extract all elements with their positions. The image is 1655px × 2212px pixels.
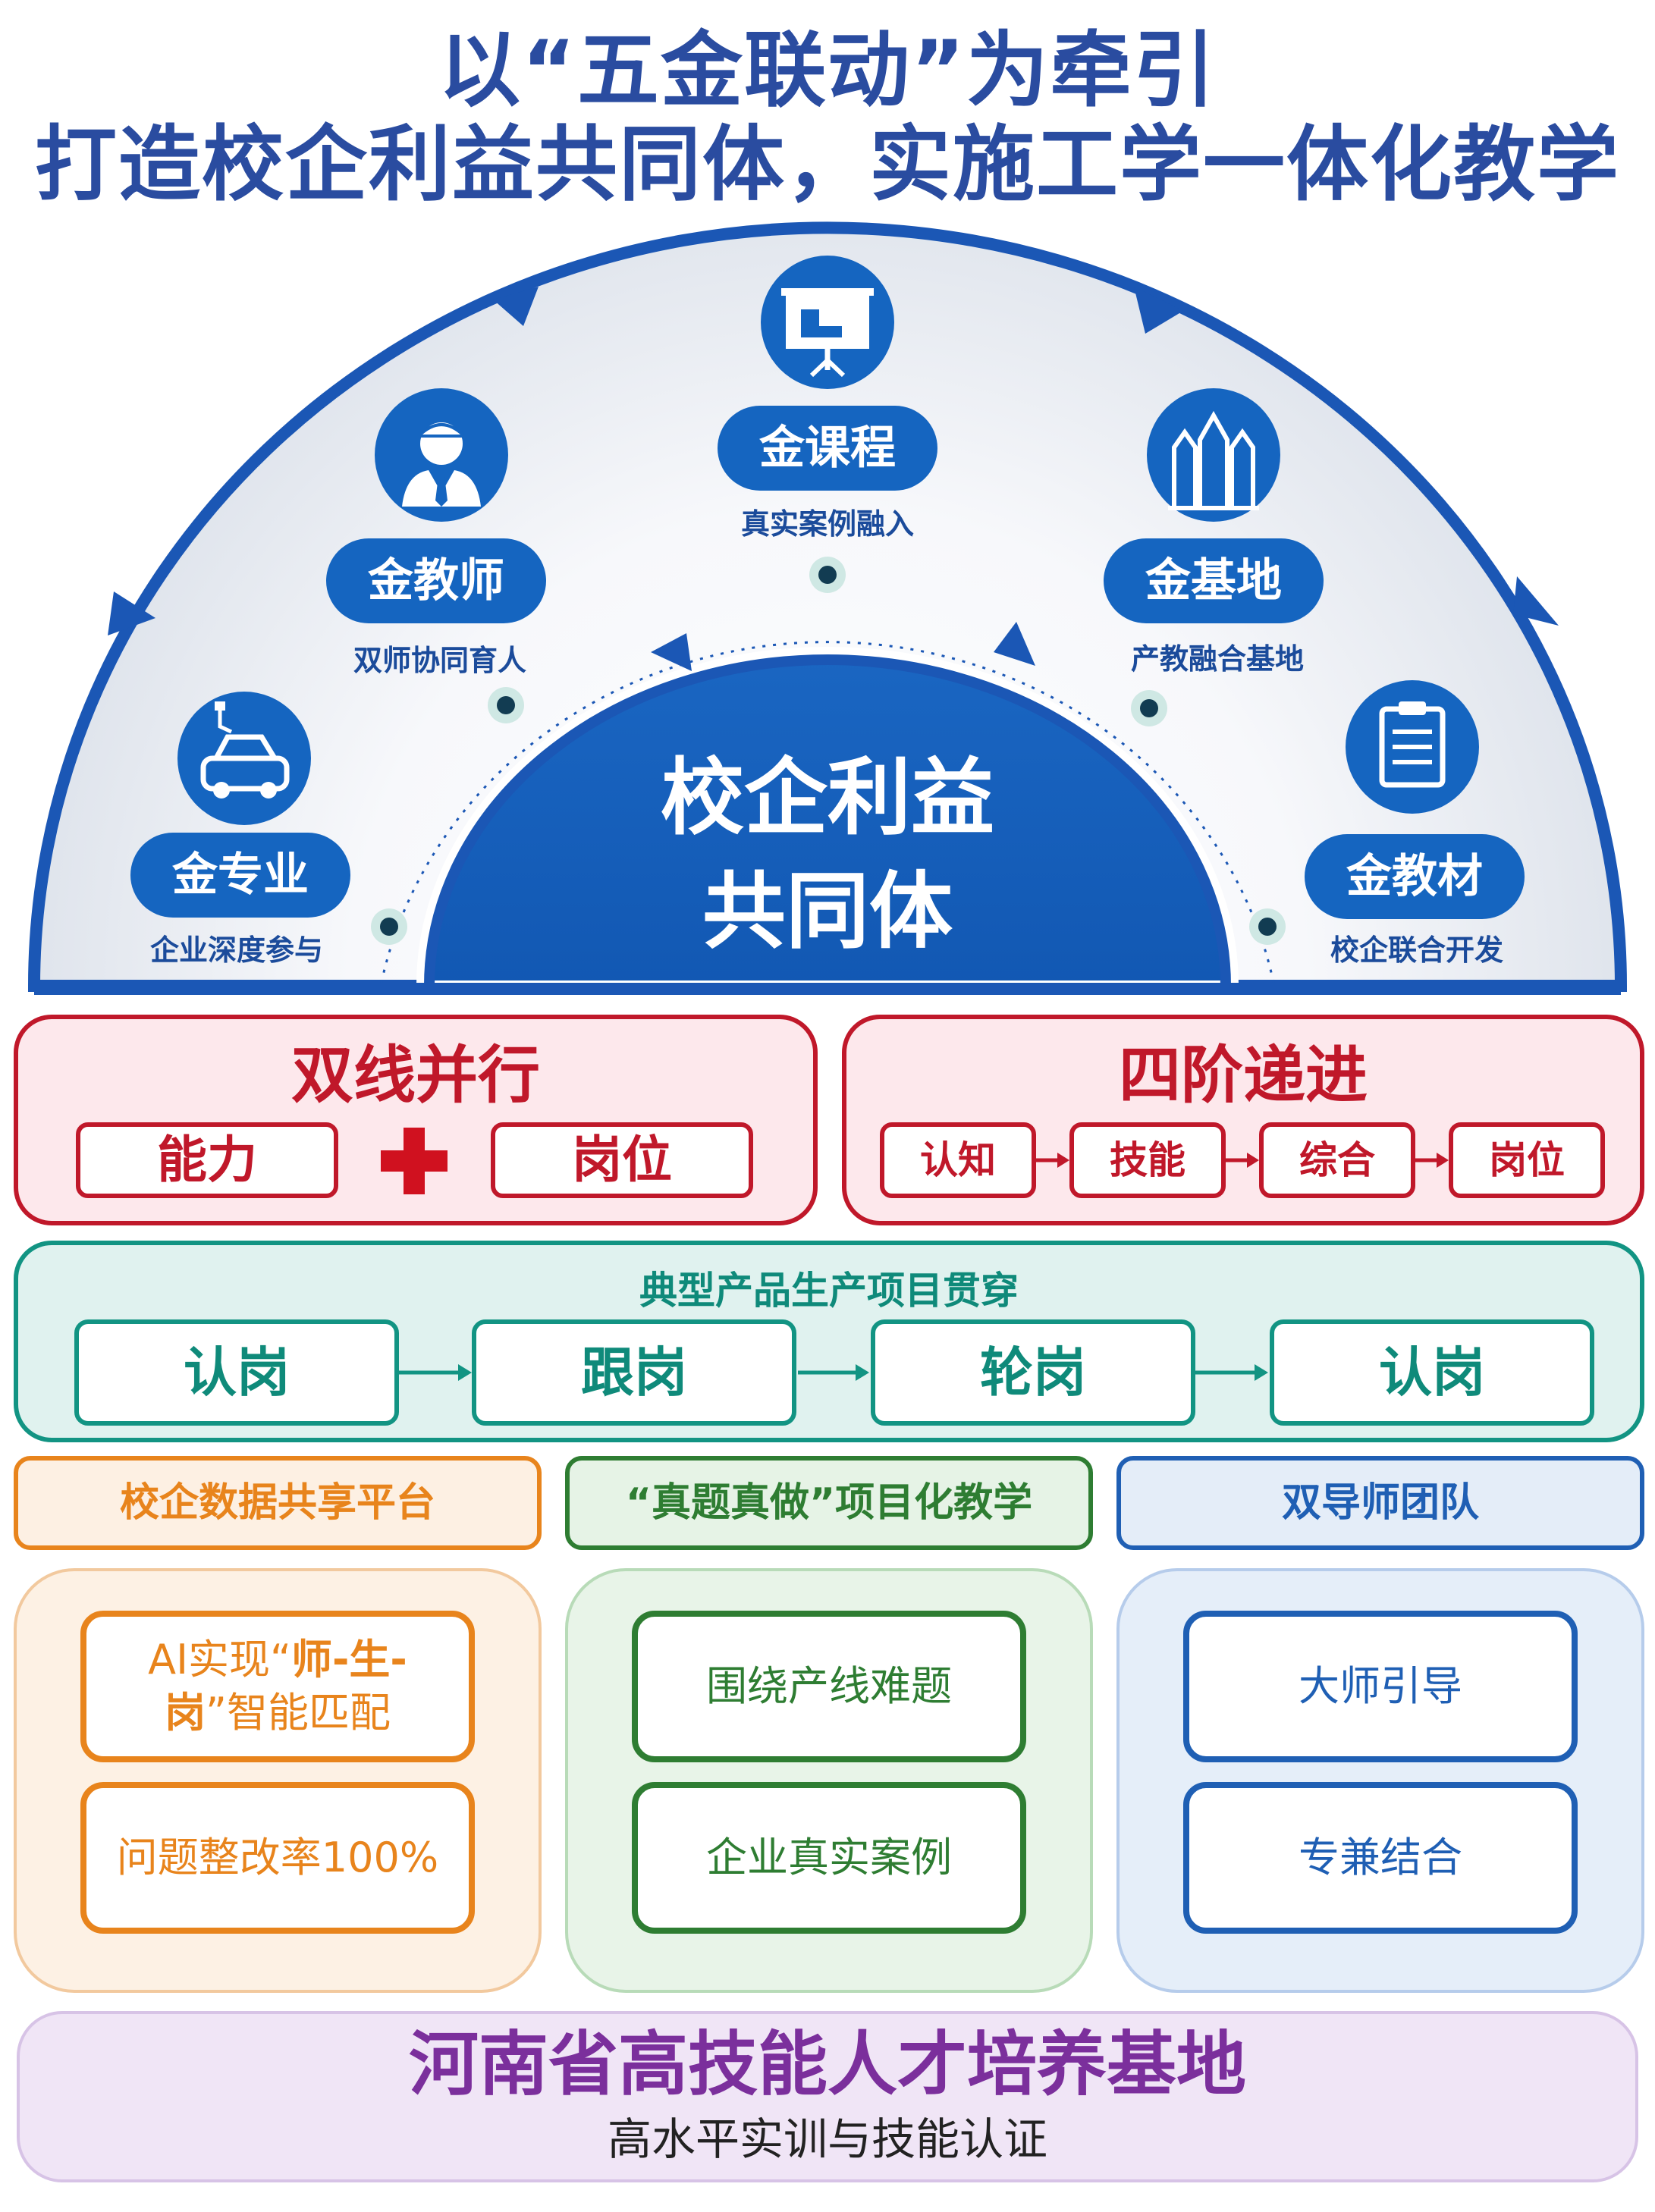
tab-dual-mentor: 双导师团队 [1116, 1456, 1644, 1550]
project-step-3: 轮岗 [871, 1319, 1195, 1426]
stage-position: 岗位 [1449, 1122, 1605, 1198]
dual-line-title: 双线并行 [290, 1040, 540, 1112]
ai-matching-prefix: AI实现“ [148, 1635, 291, 1683]
production-problem-box: 围绕产线难题 [632, 1611, 1026, 1762]
ability-box: 能力 [76, 1122, 338, 1198]
pill-gold-major: 金专业 [130, 833, 350, 918]
pill-gold-base: 金基地 [1104, 538, 1324, 623]
caption-gold-base: 产教融合基地 [1130, 642, 1304, 676]
car-icon [177, 692, 311, 825]
arch-diagram [27, 221, 1628, 995]
master-guidance-box: 大师引导 [1183, 1611, 1578, 1762]
outer-arch-arrows [108, 287, 1559, 635]
enterprise-case-box: 企业真实案例 [632, 1782, 1026, 1934]
tab-project-teaching: “真题真做”项目化教学 [565, 1456, 1093, 1550]
rectification-rate-box: 问题整改率100% [80, 1782, 475, 1934]
footer-title: 河南省高技能人才培养基地 [408, 2024, 1246, 2105]
core-title-line2: 共同体 [702, 863, 953, 960]
stage-skill: 技能 [1069, 1122, 1226, 1198]
ai-matching-suffix: ”智能匹配 [206, 1689, 391, 1737]
caption-gold-major: 企业深度参与 [149, 933, 323, 967]
footer-panel [17, 2011, 1638, 2182]
dotted-ring [378, 641, 1277, 994]
project-step-2: 跟岗 [472, 1319, 796, 1426]
inner-arch-arrows [651, 622, 1035, 671]
core-dome [416, 647, 1239, 991]
teacher-icon [375, 388, 508, 522]
caption-gold-textbook: 校企联合开发 [1330, 933, 1503, 967]
footer-subtitle: 高水平实训与技能认证 [607, 2113, 1047, 2165]
full-part-time-box: 专兼结合 [1183, 1782, 1578, 1934]
caption-gold-teacher: 双师协同育人 [353, 644, 526, 677]
project-step-1: 认岗 [74, 1319, 399, 1426]
position-box: 岗位 [491, 1122, 753, 1198]
caption-gold-course: 真实案例融入 [740, 507, 914, 541]
ai-matching-emphasis: 师-生-岗 [165, 1635, 407, 1737]
plus-icon [381, 1128, 448, 1194]
pill-gold-textbook: 金教材 [1305, 834, 1525, 919]
project-step-4: 认岗 [1270, 1319, 1594, 1426]
project-title: 典型产品生产项目贯穿 [639, 1269, 1019, 1313]
project-arrows [399, 1364, 1268, 1381]
page-title-line2: 打造校企利益共同体，实施工学一体化教学 [34, 118, 1620, 212]
pill-gold-course: 金课程 [718, 406, 937, 491]
four-stage-title: 四阶递进 [1118, 1040, 1368, 1112]
page-title-line1: 以“五金联动”为牵引 [438, 24, 1217, 118]
core-title-line1: 校企利益 [661, 749, 994, 846]
ring-nodes [371, 557, 1286, 945]
stage-arrows [1036, 1153, 1449, 1168]
stage-cognition: 认知 [880, 1122, 1036, 1198]
tab-data-platform: 校企数据共享平台 [14, 1456, 542, 1550]
clipboard-icon [1346, 680, 1479, 814]
stage-comprehensive: 综合 [1259, 1122, 1415, 1198]
ai-matching-box: AI实现“师-生-岗”智能匹配 [80, 1611, 475, 1762]
building-icon [1147, 388, 1280, 522]
presentation-board-icon [761, 256, 894, 389]
pill-gold-teacher: 金教师 [326, 538, 546, 623]
